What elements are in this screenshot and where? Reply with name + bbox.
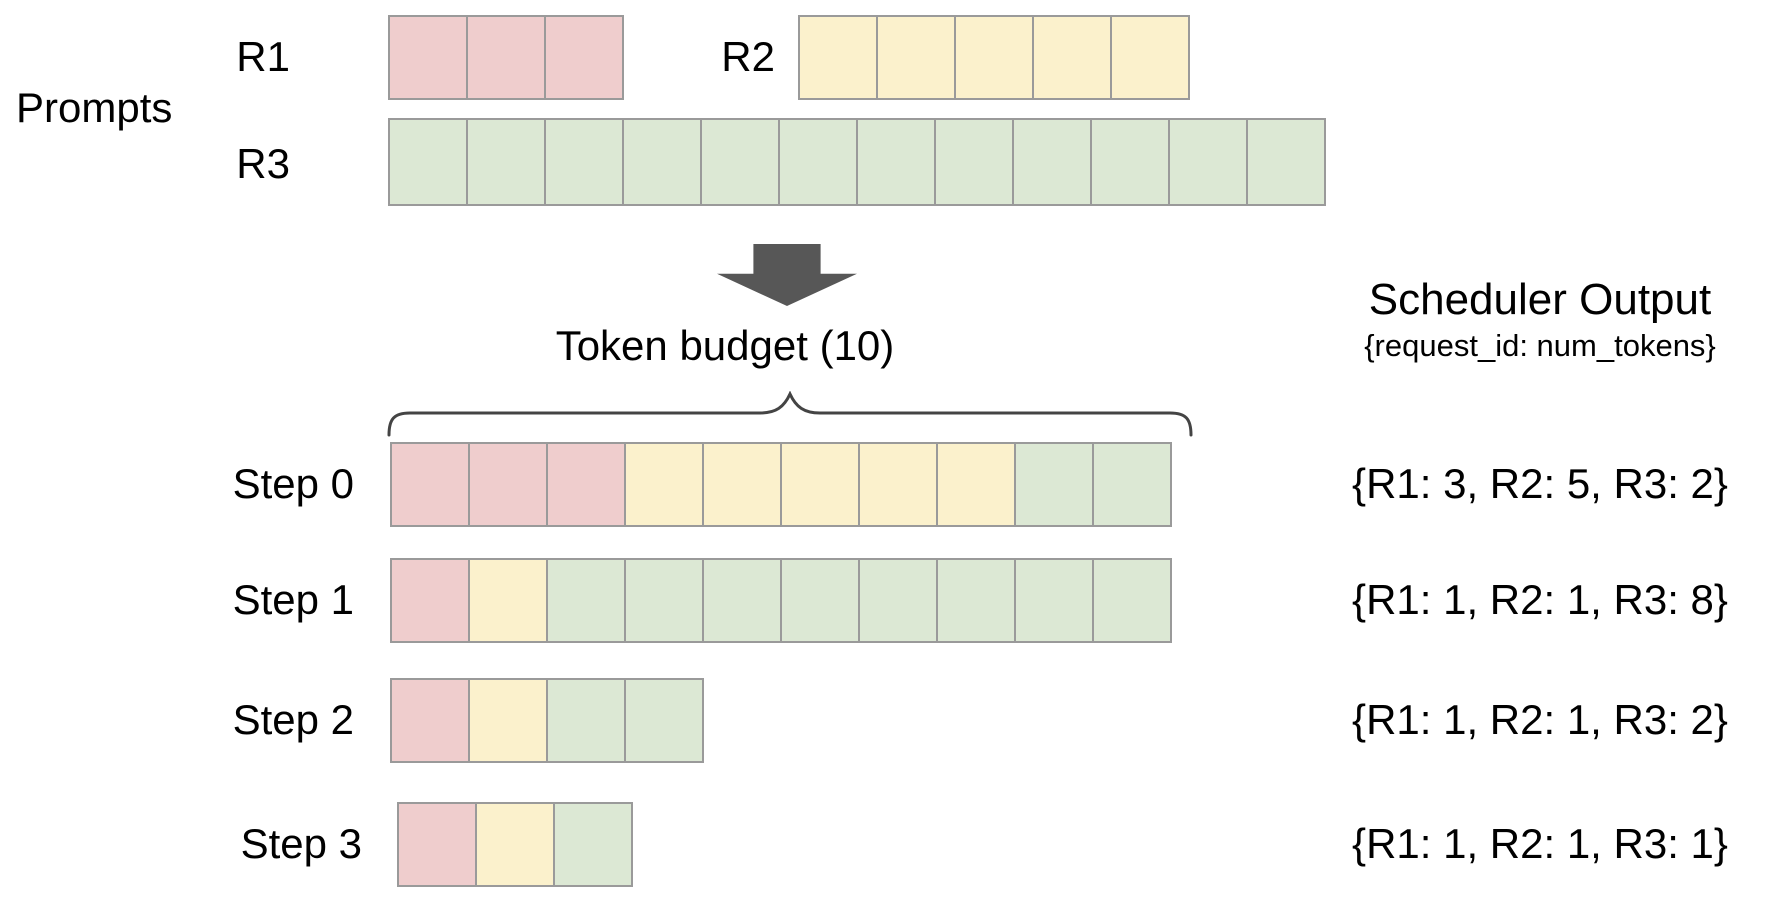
token-cell-r3 <box>624 678 704 763</box>
token-cell-r2 <box>1032 15 1112 100</box>
token-cell-r2 <box>936 442 1016 527</box>
token-cell-r3 <box>1012 118 1092 206</box>
token-cell-r2 <box>468 678 548 763</box>
token-cell-r2 <box>475 802 555 887</box>
token-cell-r3 <box>1168 118 1248 206</box>
step-2-token-row <box>390 678 704 763</box>
token-budget-brace <box>387 391 1193 437</box>
token-cell-r2 <box>780 442 860 527</box>
step-0-scheduler-output: {R1: 3, R2: 5, R3: 2} <box>1352 460 1728 507</box>
r3-label: R3 <box>236 140 290 187</box>
token-cell-r3 <box>780 558 860 643</box>
token-cell-r3 <box>934 118 1014 206</box>
r2-label: R2 <box>721 33 775 80</box>
token-cell-r3 <box>553 802 633 887</box>
token-cell-r3 <box>1092 442 1172 527</box>
step-0-token-row <box>390 442 1172 527</box>
token-cell-r1 <box>388 15 468 100</box>
token-cell-r3 <box>624 558 704 643</box>
token-cell-r3 <box>1014 442 1094 527</box>
token-cell-r3 <box>546 558 626 643</box>
token-cell-r3 <box>1090 118 1170 206</box>
token-cell-r2 <box>624 442 704 527</box>
token-cell-r2 <box>858 442 938 527</box>
token-cell-r3 <box>936 558 1016 643</box>
token-cell-r1 <box>466 15 546 100</box>
token-cell-r2 <box>876 15 956 100</box>
step-3-label: Step 3 <box>240 820 362 867</box>
token-cell-r1 <box>544 15 624 100</box>
token-cell-r3 <box>1246 118 1326 206</box>
token-cell-r3 <box>544 118 624 206</box>
r1-token-row <box>388 15 624 100</box>
token-cell-r3 <box>778 118 858 206</box>
token-cell-r3 <box>546 678 626 763</box>
step-2-label: Step 2 <box>232 696 354 743</box>
token-cell-r2 <box>468 558 548 643</box>
token-cell-r3 <box>1092 558 1172 643</box>
token-cell-r3 <box>858 558 938 643</box>
token-cell-r3 <box>702 558 782 643</box>
r1-label: R1 <box>236 33 290 80</box>
r3-token-row <box>388 118 1326 206</box>
token-cell-r2 <box>798 15 878 100</box>
token-cell-r3 <box>856 118 936 206</box>
step-0-label: Step 0 <box>232 460 354 507</box>
token-cell-r1 <box>390 558 470 643</box>
step-1-token-row <box>390 558 1172 643</box>
scheduler-output-subtitle: {request_id: num_tokens} <box>1364 328 1716 363</box>
scheduler-output-title: Scheduler Output <box>1368 275 1712 324</box>
token-cell-r1 <box>546 442 626 527</box>
token-cell-r2 <box>702 442 782 527</box>
token-cell-r2 <box>954 15 1034 100</box>
r2-token-row <box>798 15 1190 100</box>
token-cell-r3 <box>1014 558 1094 643</box>
step-1-label: Step 1 <box>232 576 354 623</box>
token-cell-r3 <box>466 118 546 206</box>
token-cell-r1 <box>468 442 548 527</box>
down-arrow-icon <box>717 244 857 306</box>
token-cell-r3 <box>622 118 702 206</box>
step-3-token-row <box>397 802 633 887</box>
token-cell-r1 <box>397 802 477 887</box>
brace-path <box>387 391 1193 437</box>
step-3-scheduler-output: {R1: 1, R2: 1, R3: 1} <box>1352 820 1728 867</box>
token-cell-r3 <box>700 118 780 206</box>
token-cell-r3 <box>388 118 468 206</box>
step-2-scheduler-output: {R1: 1, R2: 1, R3: 2} <box>1352 696 1728 743</box>
step-1-scheduler-output: {R1: 1, R2: 1, R3: 8} <box>1352 576 1728 623</box>
token-budget-label: Token budget (10) <box>555 322 895 369</box>
token-cell-r2 <box>1110 15 1190 100</box>
token-cell-r1 <box>390 442 470 527</box>
token-cell-r1 <box>390 678 470 763</box>
prompts-label: Prompts <box>16 84 173 131</box>
